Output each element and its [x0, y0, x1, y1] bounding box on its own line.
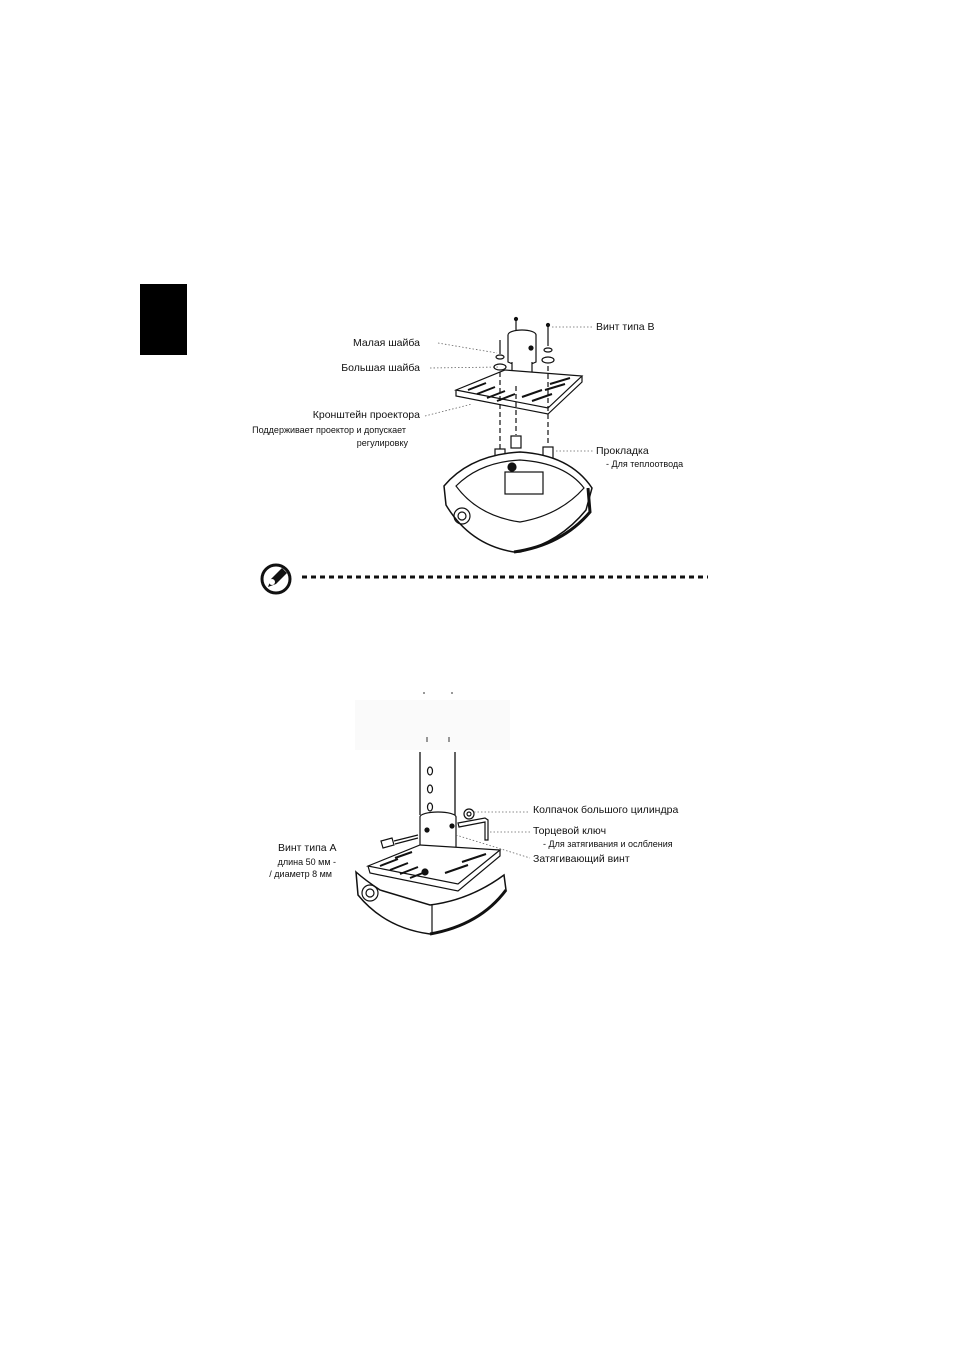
label-screw-a-diameter: / диаметр 8 мм	[269, 868, 332, 880]
label-hex-key: Торцевой ключ	[533, 825, 606, 837]
label-cylinder-cap: Колпачок большого цилиндра	[533, 804, 678, 816]
label-tightening-screw: Затягивающий винт	[533, 853, 630, 865]
label-screw-a-length: длина 50 мм -	[278, 856, 336, 868]
label-hex-key-desc: - Для затягивания и ослбления	[543, 838, 673, 850]
label-screw-a: Винт типа А	[278, 842, 337, 854]
